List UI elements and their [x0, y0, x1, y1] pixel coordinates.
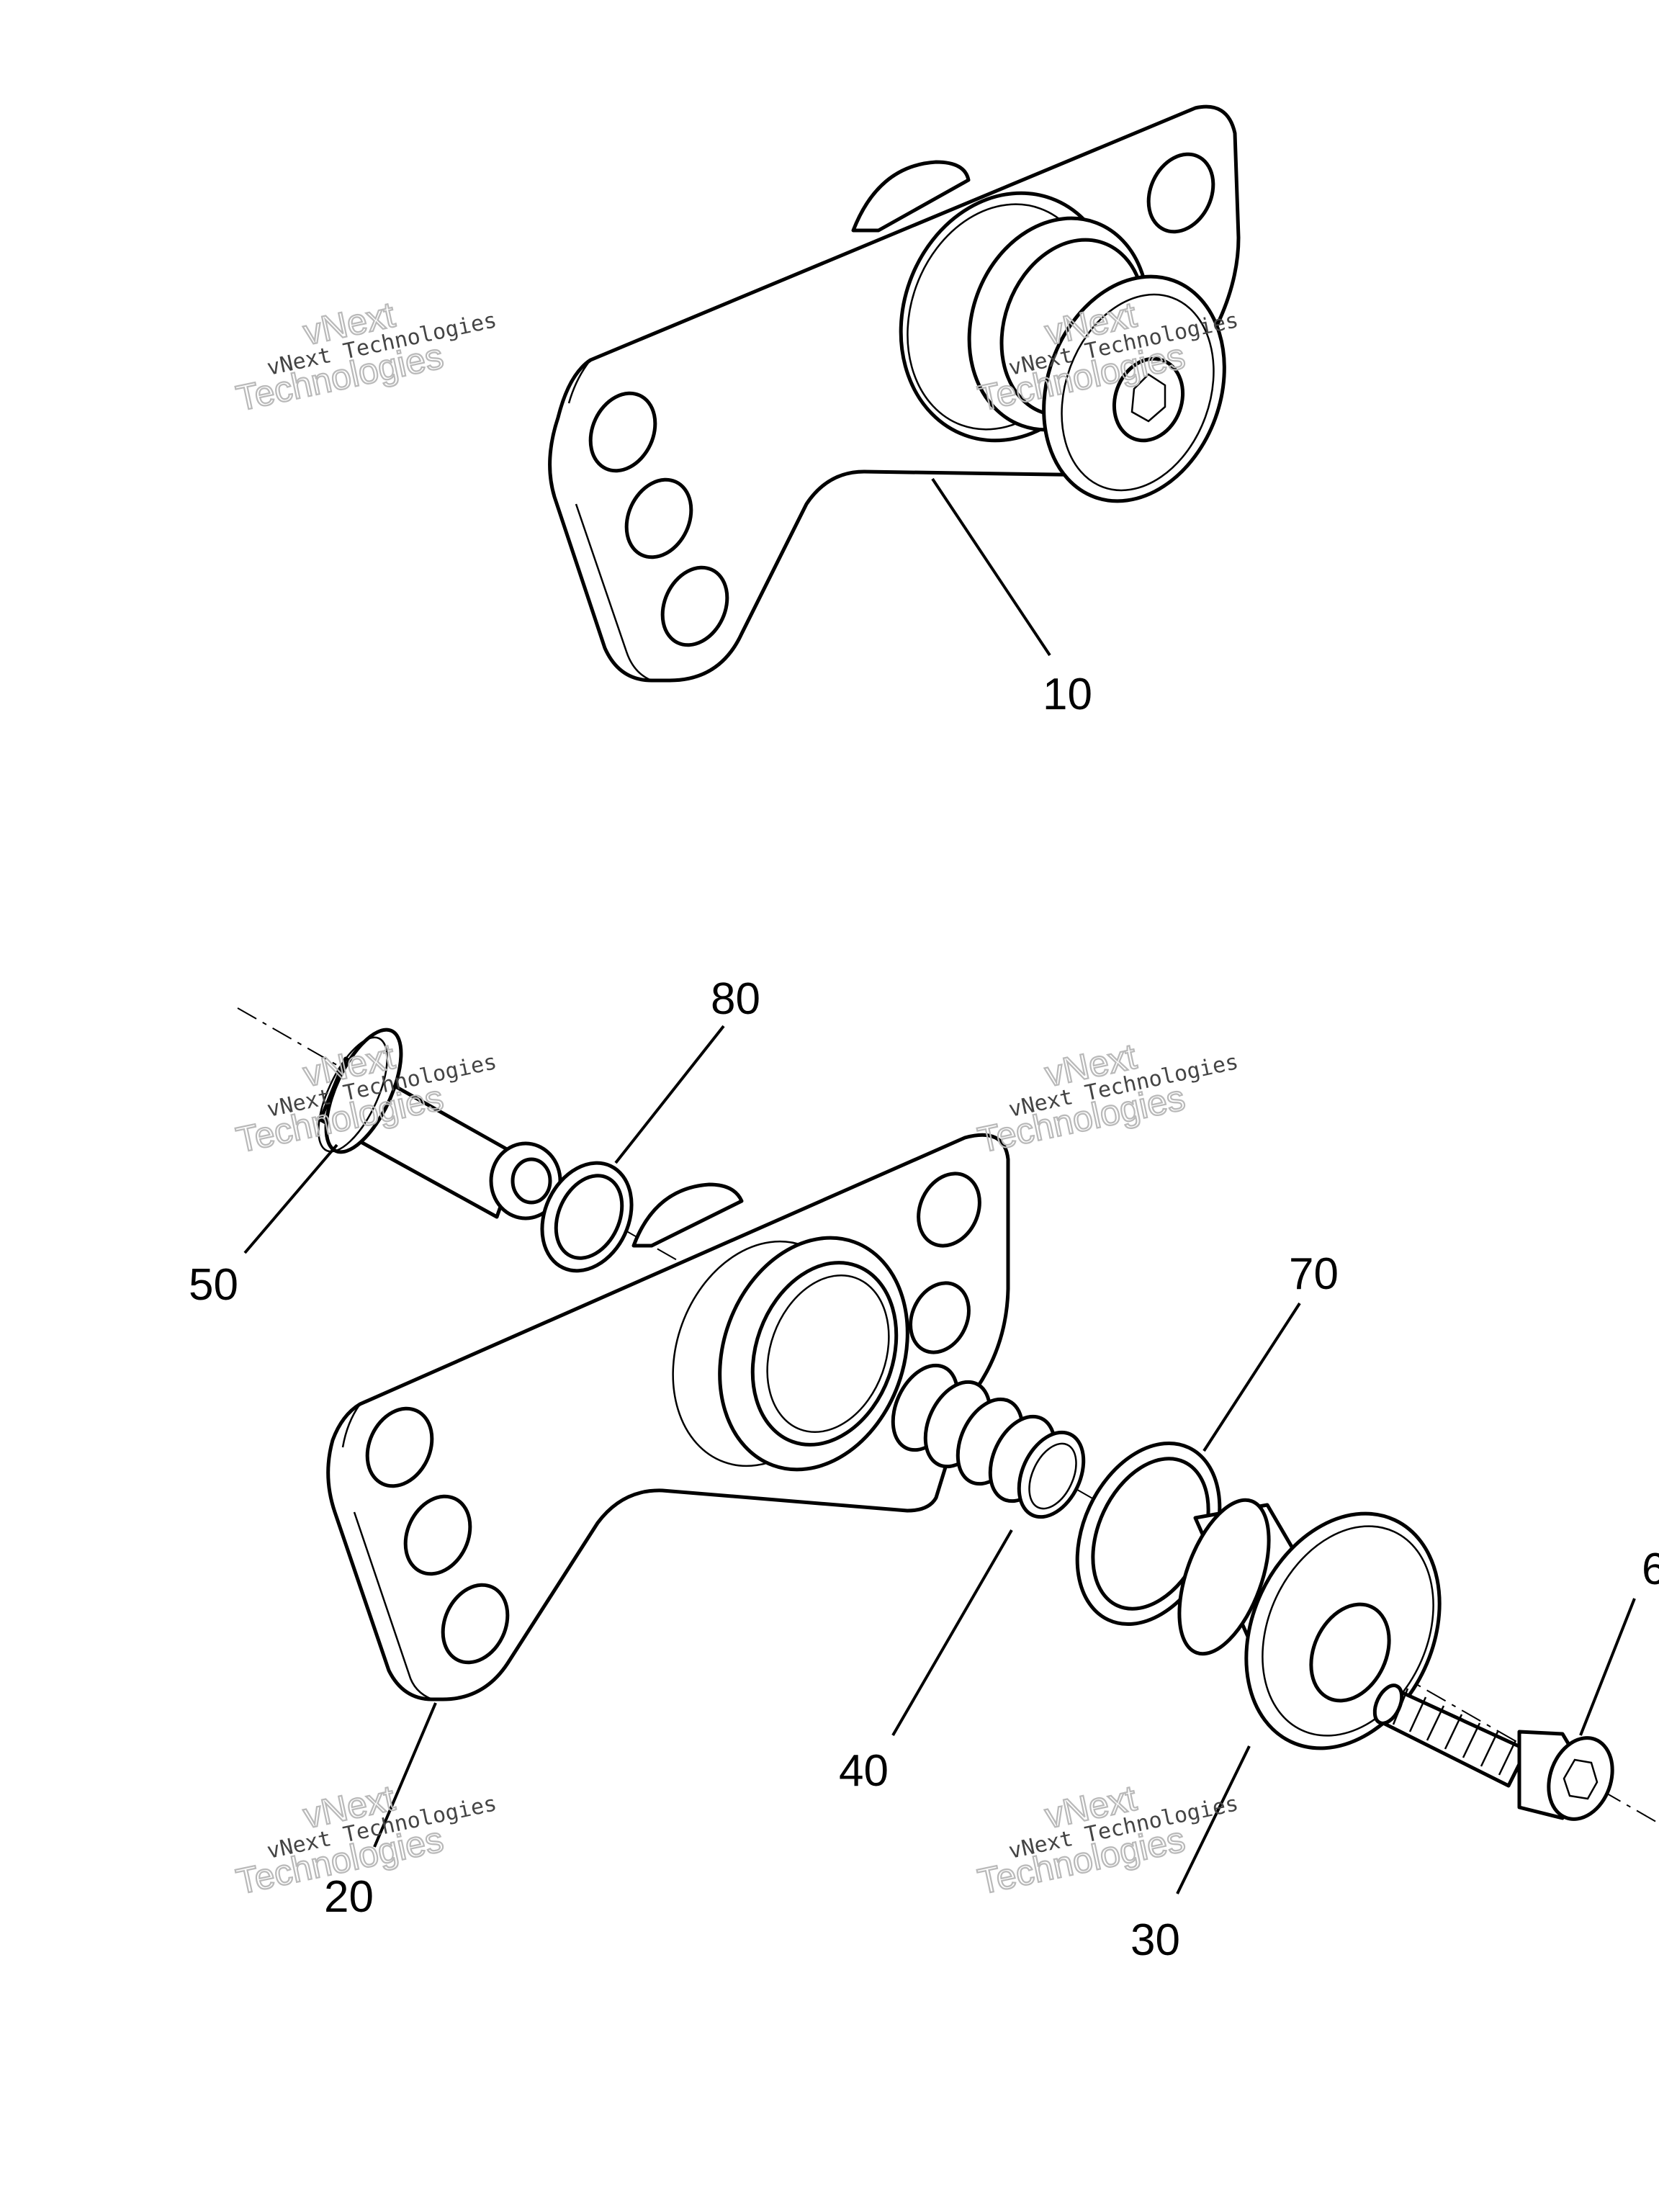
screw-head [1112, 356, 1185, 443]
callout-60: 6 [1642, 1545, 1659, 1594]
callout-50: 50 [189, 1260, 238, 1310]
spring-40 [891, 1363, 1086, 1519]
plate-hole [588, 391, 657, 473]
callout-70: 70 [1289, 1249, 1339, 1299]
plate-hole [660, 565, 729, 647]
watermark-middle-right: vNext Technologies vNext Technologies [974, 1035, 1241, 1161]
callout-10: 10 [1043, 670, 1092, 719]
watermark-bottom-right: vNext Technologies vNext Technologies [974, 1777, 1241, 1903]
callout-80: 80 [711, 974, 760, 1024]
plate-hole [1146, 152, 1215, 234]
assembled-bracket-10 [548, 104, 1241, 683]
callout-20: 20 [324, 1872, 374, 1922]
callout-30: 30 [1130, 1915, 1180, 1965]
bracket-plate-20 [326, 1133, 1010, 1701]
watermark-top-left: vNext Technologies vNext Technologies [232, 294, 499, 420]
plate-hole [624, 477, 693, 559]
washer-80 [540, 1161, 634, 1273]
bushing-50 [318, 1028, 562, 1220]
screw-60 [1372, 1683, 1614, 1821]
spacer-30 [1177, 1498, 1442, 1750]
callout-40: 40 [839, 1746, 889, 1796]
